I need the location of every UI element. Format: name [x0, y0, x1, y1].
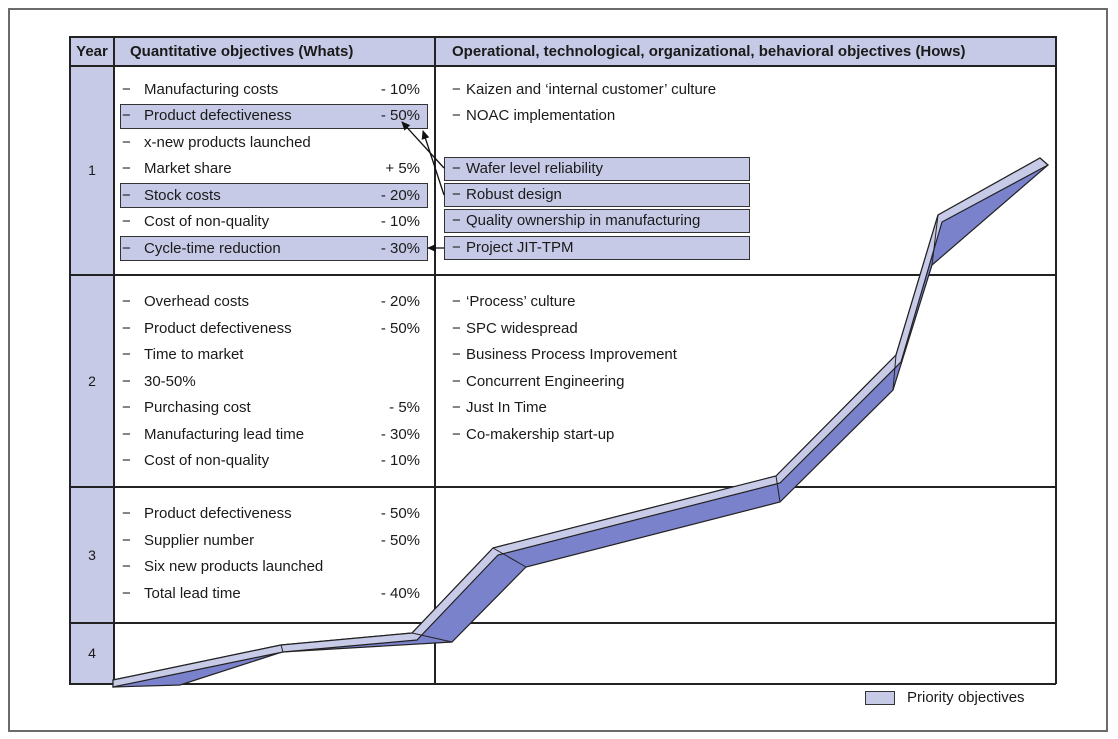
grid-line — [69, 486, 1056, 488]
what-item: −x-new products launched — [122, 134, 311, 151]
what-item: −Manufacturing costs- 10% — [122, 81, 420, 98]
year-header: Year — [70, 37, 114, 66]
grid-line — [69, 36, 1056, 38]
what-item: −Product defectiveness- 50% — [122, 107, 420, 124]
what-item: −Overhead costs- 20% — [122, 293, 420, 310]
what-item: −30-50% — [122, 373, 196, 390]
priority-box — [444, 183, 750, 207]
whats-header: Quantitative objectives (Whats) — [114, 37, 435, 66]
grid-line — [69, 65, 1056, 67]
grid-line — [69, 683, 1056, 685]
what-item: −Stock costs- 20% — [122, 187, 420, 204]
what-item: −Product defectiveness- 50% — [122, 505, 420, 522]
what-item: −Six new products launched — [122, 558, 324, 575]
what-item: −Cycle-time reduction- 30% — [122, 240, 420, 257]
link-arrow — [401, 121, 445, 169]
ribbon-top — [112, 157, 1050, 688]
ribbon-side — [112, 157, 1049, 688]
what-item: −Total lead time- 40% — [122, 585, 420, 602]
year-cell-4: 4 — [70, 623, 114, 683]
priority-box — [120, 104, 428, 129]
grid-line — [113, 36, 115, 684]
grid-line — [1055, 36, 1057, 684]
grid-line — [434, 36, 436, 684]
what-item: −Cost of non-quality- 10% — [122, 452, 420, 469]
priority-box — [120, 183, 428, 208]
year-cell-2: 2 — [70, 275, 114, 487]
what-item: −Manufacturing lead time- 30% — [122, 426, 420, 443]
legend-swatch — [865, 691, 895, 705]
priority-box — [444, 209, 750, 233]
what-item: −Product defectiveness- 50% — [122, 320, 420, 337]
grid-line — [69, 274, 1056, 276]
what-item: −Cost of non-quality- 10% — [122, 213, 420, 230]
grid-line — [69, 622, 1056, 624]
what-item: −Market share+ 5% — [122, 160, 420, 177]
what-item: −Time to market — [122, 346, 244, 363]
link-arrow — [421, 130, 445, 196]
hows-header: Operational, technological, organization… — [435, 37, 1055, 66]
year-cell-1: 1 — [70, 66, 114, 275]
priority-box — [120, 236, 428, 261]
what-item: −Purchasing cost- 5% — [122, 399, 420, 416]
priority-box — [444, 157, 750, 181]
year-cell-3: 3 — [70, 487, 114, 623]
grid-line — [69, 36, 71, 684]
legend-label: Priority objectives — [907, 689, 1025, 706]
figure-frame — [8, 8, 1108, 732]
what-item: −Supplier number- 50% — [122, 532, 420, 549]
priority-box — [444, 236, 750, 260]
